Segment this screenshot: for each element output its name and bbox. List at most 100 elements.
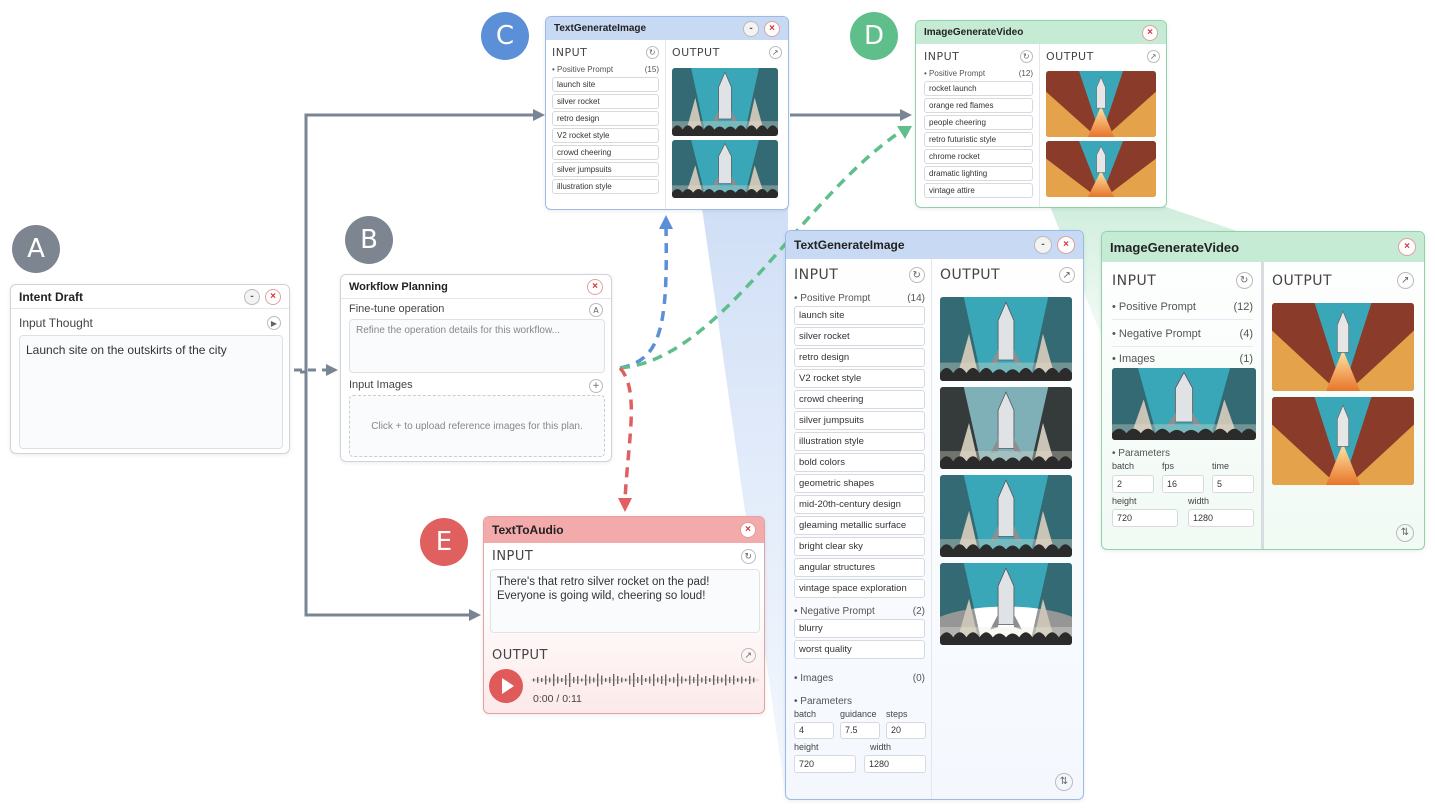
close-button[interactable]: × <box>764 20 780 37</box>
output-image[interactable] <box>940 563 1072 645</box>
batch-input[interactable]: 4 <box>794 722 834 739</box>
expand-icon[interactable]: ↗ <box>1147 50 1160 63</box>
waveform-bar <box>637 677 639 683</box>
prompt-tag[interactable]: vintage attire <box>924 183 1033 198</box>
minimize-button[interactable]: - <box>244 288 260 305</box>
output-image[interactable] <box>672 68 778 136</box>
output-column: OUTPUT↗ ⇅ <box>932 259 1083 799</box>
image-upload-dropzone[interactable]: Click + to upload reference images for t… <box>349 395 605 457</box>
prompt-tag[interactable]: silver rocket <box>794 327 925 346</box>
fine-tune-input[interactable]: Refine the operation details for this wo… <box>349 319 605 373</box>
prompt-tag[interactable]: gleaming metallic surface <box>794 516 925 535</box>
guidance-input[interactable]: 7.5 <box>840 722 880 739</box>
expand-icon[interactable]: ↗ <box>1397 272 1414 289</box>
audio-text-input[interactable]: There's that retro silver rocket on the … <box>490 569 760 633</box>
play-button[interactable] <box>489 669 523 703</box>
sort-icon[interactable]: ⇅ <box>1396 524 1414 542</box>
steps-input[interactable]: 20 <box>886 722 926 739</box>
waveform-bar <box>545 675 547 685</box>
prompt-tag[interactable]: launch site <box>794 306 925 325</box>
output-video-frame[interactable] <box>1272 397 1414 485</box>
prompt-tag[interactable]: silver rocket <box>552 94 659 109</box>
batch-input[interactable]: 2 <box>1112 475 1154 493</box>
prompt-tag[interactable]: crowd cheering <box>552 145 659 160</box>
waveform-bar <box>685 678 687 682</box>
prompt-tag[interactable]: silver jumpsuits <box>794 411 925 430</box>
prompt-tag[interactable]: orange red flames <box>924 98 1033 113</box>
prompt-tag[interactable]: dramatic lighting <box>924 166 1033 181</box>
prompt-tag[interactable]: people cheering <box>924 115 1033 130</box>
prompt-tag[interactable]: geometric shapes <box>794 474 925 493</box>
audio-waveform[interactable] <box>531 669 759 691</box>
prompt-count: (12) <box>1233 301 1253 313</box>
prompt-tag[interactable]: retro futuristic style <box>924 132 1033 147</box>
prompt-tag[interactable]: V2 rocket style <box>552 128 659 143</box>
close-button[interactable]: × <box>265 288 281 305</box>
output-image[interactable] <box>940 475 1072 557</box>
prompt-tag[interactable]: chrome rocket <box>924 149 1033 164</box>
time-input[interactable]: 5 <box>1212 475 1254 493</box>
ai-assist-icon[interactable]: A <box>589 303 603 317</box>
prompt-tag[interactable]: V2 rocket style <box>794 369 925 388</box>
height-input[interactable]: 720 <box>794 755 856 773</box>
prompt-tag[interactable]: illustration style <box>552 179 659 194</box>
close-button[interactable]: × <box>740 522 756 538</box>
panel-header: ImageGenerateVideo × <box>916 21 1166 44</box>
refresh-icon[interactable]: ↻ <box>646 46 659 59</box>
send-icon[interactable]: ▶ <box>267 316 281 330</box>
waveform-bar <box>701 677 703 683</box>
prompt-tag[interactable]: mid-20th-century design <box>794 495 925 514</box>
waveform-bar <box>533 678 535 682</box>
prompt-tag[interactable]: launch site <box>552 77 659 92</box>
prompt-tag[interactable]: bold colors <box>794 453 925 472</box>
prompt-tag-list: launch site silver rocket retro design V2 r… <box>794 306 925 598</box>
expand-icon[interactable]: ↗ <box>741 648 756 663</box>
input-heading: INPUT <box>794 267 839 283</box>
panel-title: ImageGenerateVideo <box>1110 239 1240 255</box>
output-image[interactable] <box>672 140 778 198</box>
waveform-bar <box>549 677 551 683</box>
prompt-tag[interactable]: angular structures <box>794 558 925 577</box>
height-input[interactable]: 720 <box>1112 509 1178 527</box>
minimize-button[interactable]: - <box>743 20 759 37</box>
prompt-tag[interactable]: vintage space exploration <box>794 579 925 598</box>
add-image-button[interactable]: + <box>589 379 603 393</box>
output-video-frame[interactable] <box>1046 71 1156 137</box>
waveform-bar <box>537 677 539 683</box>
input-thought-label: Input Thought <box>19 316 93 330</box>
prompt-tag[interactable]: retro design <box>552 111 659 126</box>
close-button[interactable]: × <box>1142 24 1158 41</box>
output-video-frame[interactable] <box>1272 303 1414 391</box>
sort-icon[interactable]: ⇅ <box>1055 773 1073 791</box>
refresh-icon[interactable]: ↻ <box>1236 272 1253 289</box>
fps-input[interactable]: 16 <box>1162 475 1204 493</box>
waveform-bar <box>721 677 723 683</box>
prompt-tag[interactable]: illustration style <box>794 432 925 451</box>
prompt-tag[interactable]: retro design <box>794 348 925 367</box>
output-image[interactable] <box>940 387 1072 469</box>
expand-icon[interactable]: ↗ <box>769 46 782 59</box>
waveform-bar <box>745 678 747 682</box>
close-button[interactable]: × <box>587 278 603 295</box>
output-video-frame[interactable] <box>1046 141 1156 197</box>
input-thought-field[interactable]: Launch site on the outskirts of the city <box>19 335 283 449</box>
prompt-tag[interactable]: crowd cheering <box>794 390 925 409</box>
minimize-button[interactable]: - <box>1034 236 1052 254</box>
width-input[interactable]: 1280 <box>864 755 926 773</box>
expand-icon[interactable]: ↗ <box>1059 267 1075 283</box>
close-button[interactable]: × <box>1398 238 1416 256</box>
waveform-bar <box>689 675 691 685</box>
waveform-bar <box>673 677 675 683</box>
prompt-tag[interactable]: bright clear sky <box>794 537 925 556</box>
width-input[interactable]: 1280 <box>1188 509 1254 527</box>
prompt-tag[interactable]: worst quality <box>794 640 925 659</box>
prompt-tag[interactable]: rocket launch <box>924 81 1033 96</box>
refresh-icon[interactable]: ↻ <box>909 267 925 283</box>
output-image[interactable] <box>940 297 1072 381</box>
refresh-icon[interactable]: ↻ <box>1020 50 1033 63</box>
prompt-tag[interactable]: blurry <box>794 619 925 638</box>
refresh-icon[interactable]: ↻ <box>741 549 756 564</box>
close-button[interactable]: × <box>1057 236 1075 254</box>
input-image[interactable] <box>1112 368 1256 440</box>
prompt-tag[interactable]: silver jumpsuits <box>552 162 659 177</box>
